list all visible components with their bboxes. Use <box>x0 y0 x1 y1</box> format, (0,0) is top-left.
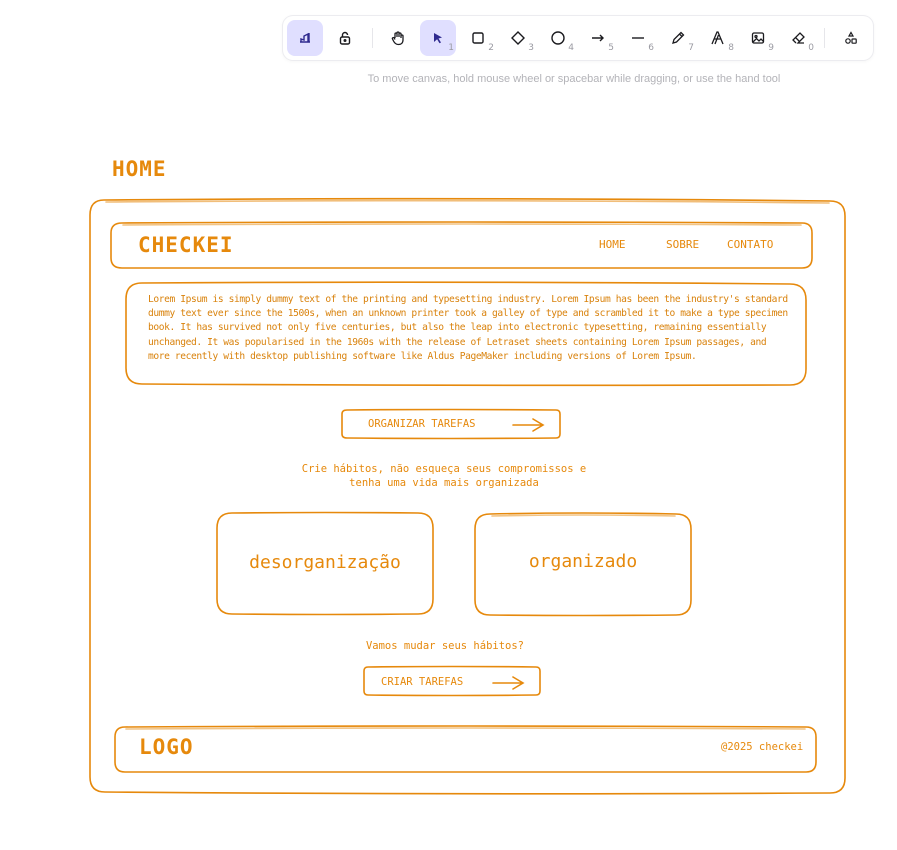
footer-bar <box>114 725 817 774</box>
card-desorganizacao[interactable]: desorganização <box>249 552 401 573</box>
header-bar <box>110 221 813 270</box>
rectangle-tool[interactable]: 2 <box>460 20 496 56</box>
eraser-tool[interactable]: 0 <box>780 20 816 56</box>
tagline-line-2[interactable]: tenha uma vida mais organizada <box>349 477 539 489</box>
nav-sobre[interactable]: SOBRE <box>666 238 700 251</box>
footer-copyright[interactable]: @2025 checkei <box>721 741 804 753</box>
canvas-hint: To move canvas, hold mouse wheel or spac… <box>367 73 781 85</box>
tagline-line-1[interactable]: Crie hábitos, não esqueça seus compromis… <box>301 463 587 475</box>
nav-home[interactable]: HOME <box>599 238 626 251</box>
pencil-icon <box>672 31 685 44</box>
arrow-icon <box>592 34 604 42</box>
shapes-icon <box>845 31 857 44</box>
draw-tool[interactable]: 7 <box>660 20 696 56</box>
card-right-outline <box>474 512 692 617</box>
card-left-outline <box>216 511 434 616</box>
footer-logo[interactable]: LOGO <box>139 735 194 759</box>
criar-tarefas-button[interactable]: CRIAR TAREFAS <box>381 676 464 688</box>
intro-box <box>125 281 807 387</box>
intro-text[interactable]: Lorem Ipsum is simply dummy text of the … <box>148 294 788 362</box>
diamond-tool[interactable]: 3 <box>500 20 536 56</box>
arrow-icon <box>512 418 545 432</box>
question-text[interactable]: Vamos mudar seus hábitos? <box>365 640 525 652</box>
hand-icon <box>391 31 404 46</box>
more-shapes-tool[interactable] <box>833 20 869 56</box>
image-tool[interactable]: 9 <box>740 20 776 56</box>
rectangle-icon <box>472 32 484 44</box>
ellipse-tool[interactable]: 4 <box>540 20 576 56</box>
organizar-button-outline <box>341 408 561 440</box>
text-icon <box>711 31 724 45</box>
image-icon <box>751 32 765 44</box>
toolbar: 1 2 3 4 5 6 7 8 9 0 <box>283 16 873 60</box>
toolbar-divider <box>372 28 373 48</box>
line-tool[interactable]: 6 <box>620 20 656 56</box>
card-organizado[interactable]: organizado <box>528 551 638 572</box>
hand-tool[interactable] <box>380 20 416 56</box>
toolbar-divider <box>824 28 825 48</box>
library-icon[interactable] <box>287 20 323 56</box>
diamond-icon <box>511 31 525 45</box>
nav-contato[interactable]: CONTATO <box>727 238 774 251</box>
arrow-tool[interactable]: 5 <box>580 20 616 56</box>
line-icon <box>632 37 644 39</box>
lock-icon <box>339 31 351 45</box>
outer-frame <box>89 197 846 795</box>
lock-tool[interactable] <box>327 20 363 56</box>
frame-title[interactable]: HOME <box>112 157 167 181</box>
ellipse-icon <box>551 31 565 45</box>
selection-tool[interactable]: 1 <box>420 20 456 56</box>
brand-logo[interactable]: CHECKEI <box>138 233 234 257</box>
organizar-tarefas-button[interactable]: ORGANIZAR TAREFAS <box>368 418 476 430</box>
criar-button-outline <box>363 665 541 697</box>
pointer-icon <box>434 33 442 44</box>
text-tool[interactable]: 8 <box>700 20 736 56</box>
arrow-icon <box>492 676 525 690</box>
eraser-icon <box>792 32 805 44</box>
